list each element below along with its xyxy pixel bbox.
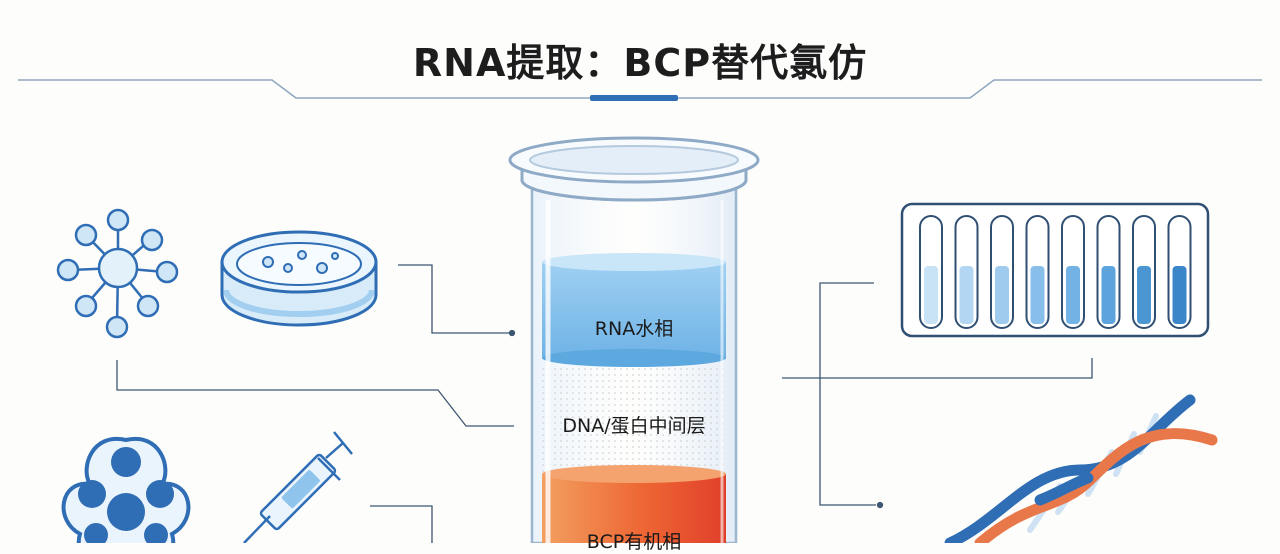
rack-tube-fill xyxy=(924,266,938,324)
rack-tube-fill xyxy=(1101,266,1116,324)
aqueous-layer xyxy=(542,253,726,367)
header-divider xyxy=(18,79,1262,101)
centrifuge-tube xyxy=(508,136,760,543)
test-tube-rack-icon xyxy=(900,202,1210,338)
cell-cluster-icon xyxy=(61,436,191,543)
organic-layer xyxy=(542,465,726,543)
rack-tube-fill xyxy=(1066,266,1080,324)
molecule-network-icon xyxy=(56,208,179,339)
rack-tube-fill xyxy=(959,266,974,324)
rack-tube-fill xyxy=(1172,266,1187,324)
rack-tube-fill xyxy=(1137,266,1151,324)
aqueous-layer-label: RNA水相 xyxy=(594,318,674,340)
interphase-layer-label: DNA/蛋白中间层 xyxy=(562,415,706,437)
organic-layer-label: BCP有机相 xyxy=(586,531,682,553)
dna-helix-icon xyxy=(944,394,1218,543)
rack-tube-fill xyxy=(995,266,1009,324)
syringe-icon xyxy=(243,431,353,543)
interphase-layer xyxy=(542,367,726,473)
rack-tube-fill xyxy=(1030,266,1045,324)
petri-dish-icon xyxy=(220,230,378,327)
connector-lines xyxy=(116,264,1093,543)
page-title: RNA提取：BCP替代氯仿 xyxy=(412,41,868,85)
